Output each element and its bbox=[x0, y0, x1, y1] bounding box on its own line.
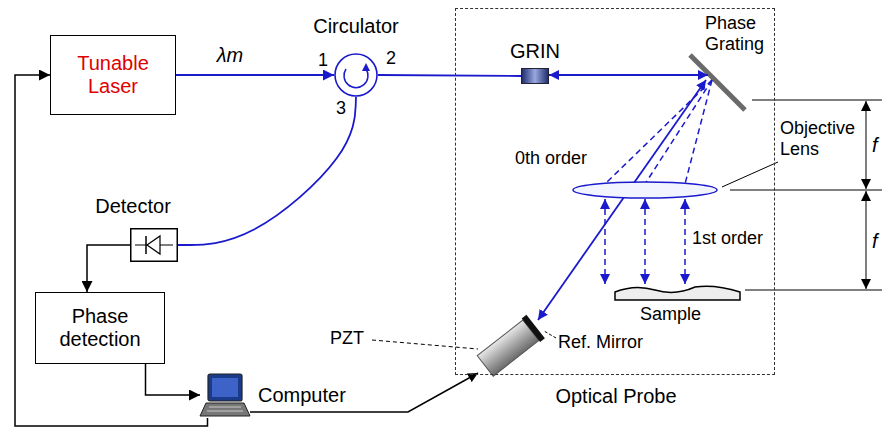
probe-enclosure: GRINOptical Probe bbox=[455, 8, 775, 375]
port-number: 1 bbox=[318, 50, 328, 71]
node-heading: Computer bbox=[258, 384, 353, 407]
process-box: Phase detection bbox=[35, 292, 165, 364]
leader-line bbox=[722, 162, 778, 187]
beam-label: 1st order bbox=[692, 228, 763, 249]
leader-line bbox=[372, 340, 478, 349]
ray bbox=[684, 199, 686, 284]
signal-wire bbox=[87, 245, 130, 292]
part-label: Ref. Mirror bbox=[558, 332, 643, 353]
dimension-label: f bbox=[872, 134, 878, 157]
grin-lens: GRIN bbox=[521, 68, 549, 84]
node-heading: Circulator bbox=[294, 15, 418, 38]
node-label: Phase detection bbox=[43, 305, 157, 351]
node-heading: Optical Probe bbox=[551, 385, 681, 408]
computer-icon: Computer bbox=[200, 372, 250, 418]
wavelength-label: λm bbox=[215, 44, 246, 67]
objective-lens bbox=[573, 182, 717, 198]
dimension-line bbox=[730, 190, 882, 191]
optical-fiber bbox=[178, 97, 356, 245]
ray bbox=[604, 199, 606, 284]
optical-fiber bbox=[176, 74, 334, 76]
dimension-line bbox=[745, 290, 882, 291]
ray bbox=[605, 80, 712, 184]
dimension-line bbox=[752, 100, 882, 101]
port-number: 2 bbox=[386, 48, 396, 69]
focal-dimension bbox=[730, 100, 882, 290]
detector-box-outline bbox=[130, 228, 178, 262]
grin-lens-outline bbox=[521, 68, 549, 84]
computer-icon-outline bbox=[200, 372, 250, 418]
part-label: Objective Lens bbox=[780, 118, 865, 159]
part-label: PZT bbox=[330, 328, 364, 349]
sample-shape bbox=[615, 286, 740, 300]
node-heading: GRIN bbox=[501, 40, 569, 63]
dimension-label: f bbox=[872, 230, 878, 253]
optical-fiber bbox=[378, 75, 521, 76]
part-label: Phase Grating bbox=[705, 13, 775, 54]
port-number: 3 bbox=[336, 98, 346, 119]
detector-box: Detector bbox=[130, 228, 178, 262]
node-label: Tunable Laser bbox=[63, 52, 163, 98]
ray bbox=[685, 80, 712, 184]
ray bbox=[645, 80, 712, 184]
pzt-control-wire bbox=[250, 373, 478, 412]
node-heading: Detector bbox=[83, 195, 183, 218]
leader-line bbox=[544, 331, 556, 338]
beam bbox=[549, 74, 708, 76]
signal-wire bbox=[146, 364, 201, 395]
signal-wire bbox=[15, 75, 208, 426]
part-label: Sample bbox=[640, 304, 701, 325]
ray bbox=[644, 199, 646, 284]
circulator-circle: Circulator bbox=[334, 53, 378, 97]
dimension-arrow bbox=[866, 191, 867, 289]
laser-box: Tunable Laser bbox=[50, 35, 176, 115]
pzt-actuator bbox=[476, 315, 545, 378]
beam-label: 0th order bbox=[515, 148, 587, 169]
circulator-circle-outline bbox=[334, 53, 378, 97]
dimension-arrow bbox=[866, 101, 867, 189]
reference-mirror bbox=[522, 315, 545, 342]
zero-order-beam bbox=[538, 80, 706, 320]
